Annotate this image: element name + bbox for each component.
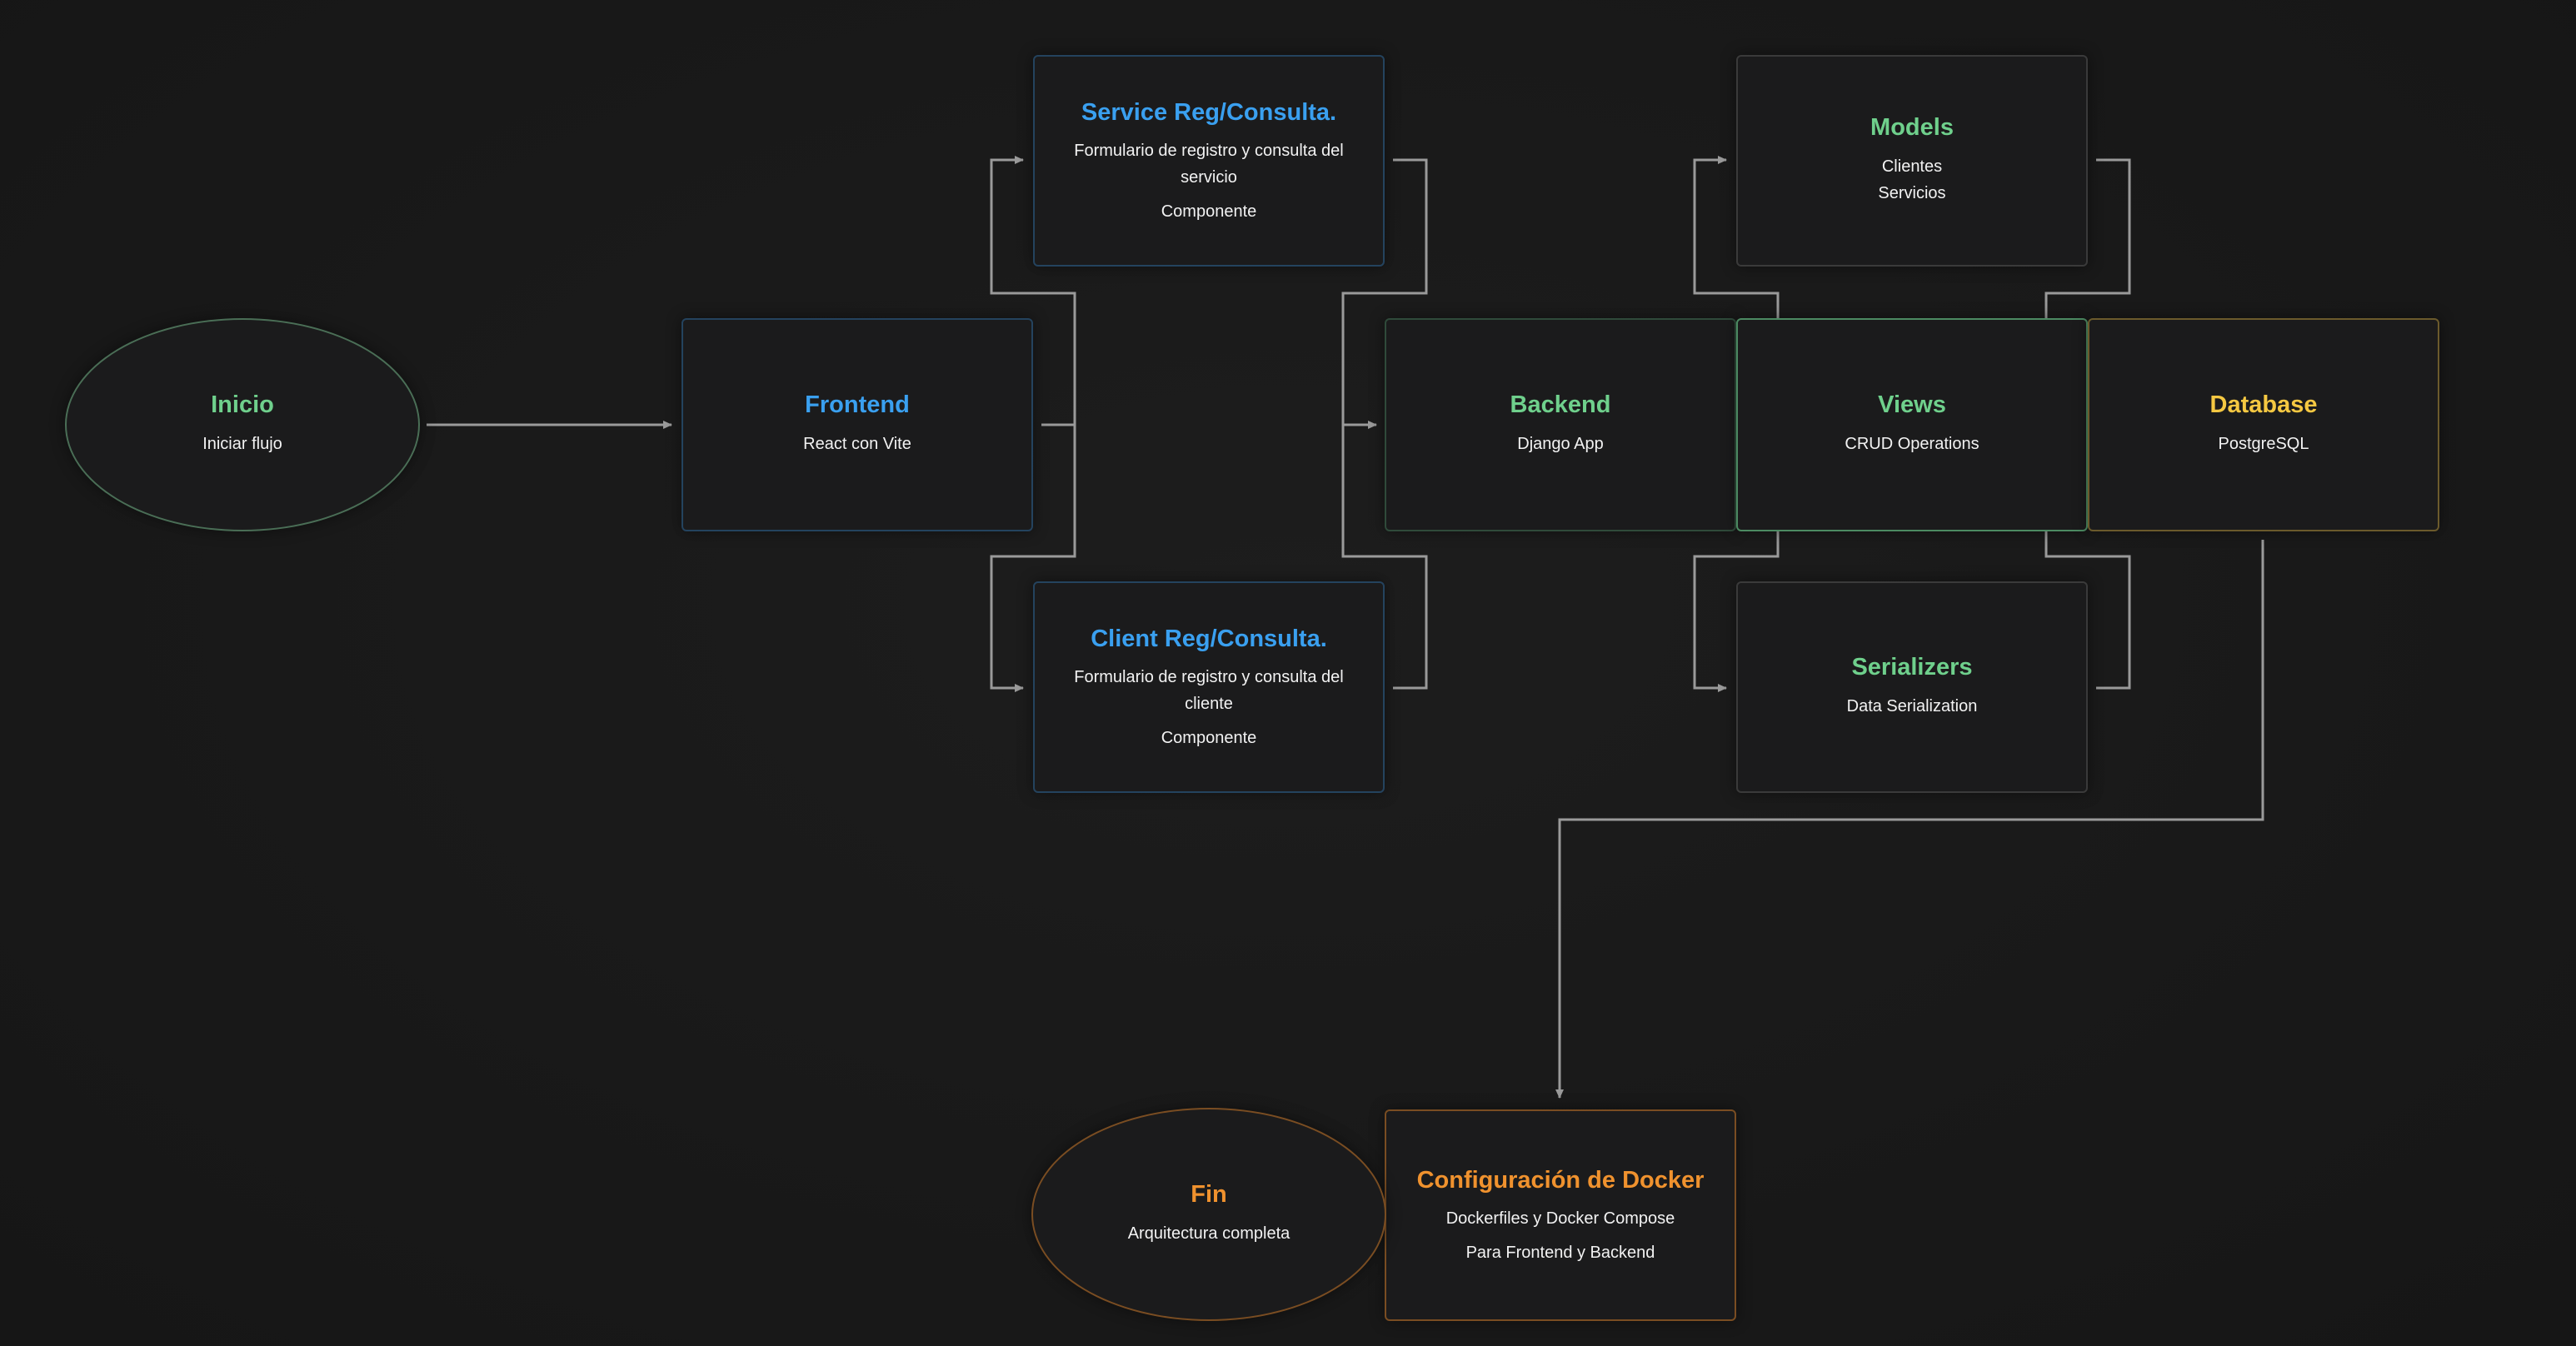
edge-views-serializers bbox=[1693, 531, 1780, 692]
node-database[interactable]: Database PostgreSQL bbox=[2088, 318, 2439, 531]
node-title: Models bbox=[1870, 114, 1954, 142]
node-sub: Componente bbox=[1161, 202, 1257, 222]
node-desc: Dockerfiles y Docker Compose bbox=[1445, 1209, 1675, 1229]
node-desc: PostgreSQL bbox=[2218, 434, 2309, 453]
node-desc: Django App bbox=[1517, 434, 1604, 453]
node-title: Serializers bbox=[1851, 654, 1973, 681]
node-title: Views bbox=[1878, 391, 1946, 419]
node-title: Inicio bbox=[211, 391, 274, 419]
node-views[interactable]: Views CRUD Operations bbox=[1736, 318, 2088, 531]
edge-frontend-client bbox=[990, 425, 1076, 692]
node-client-reg[interactable]: Client Reg/Consulta. Formulario de regis… bbox=[1033, 581, 1385, 793]
node-title: Database bbox=[2209, 391, 2318, 419]
edge-service-backend bbox=[1341, 158, 1428, 429]
node-sub: Para Frontend y Backend bbox=[1465, 1244, 1655, 1263]
node-desc: Data Serialization bbox=[1846, 696, 1978, 715]
node-service-reg[interactable]: Service Reg/Consulta. Formulario de regi… bbox=[1033, 55, 1385, 267]
node-title: Service Reg/Consulta. bbox=[1081, 98, 1337, 126]
edge-database-docker bbox=[1555, 540, 2264, 1099]
node-frontend[interactable]: Frontend React con Vite bbox=[681, 318, 1033, 531]
node-title: Backend bbox=[1510, 391, 1611, 419]
node-desc: Arquitectura completa bbox=[1127, 1224, 1290, 1243]
node-desc: Clientes Servicios bbox=[1878, 157, 1946, 202]
edge-frontend-service bbox=[990, 156, 1076, 426]
node-sub: Componente bbox=[1161, 729, 1257, 748]
node-inicio[interactable]: Inicio Iniciar flujo bbox=[65, 318, 420, 531]
edge-client-backend bbox=[1341, 425, 1428, 690]
node-title: Fin bbox=[1191, 1181, 1227, 1209]
node-serializers[interactable]: Serializers Data Serialization bbox=[1736, 581, 2088, 793]
node-desc: Formulario de registro y consulta del cl… bbox=[1074, 668, 1344, 714]
node-desc: Formulario de registro y consulta del se… bbox=[1074, 142, 1344, 187]
node-backend[interactable]: Backend Django App bbox=[1385, 318, 1736, 531]
node-title: Frontend bbox=[805, 391, 910, 419]
node-title: Configuración de Docker bbox=[1416, 1166, 1705, 1194]
node-docker-config[interactable]: Configuración de Docker Dockerfiles y Do… bbox=[1385, 1109, 1736, 1321]
edge-models-views bbox=[2044, 158, 2131, 318]
node-models[interactable]: Models Clientes Servicios bbox=[1736, 55, 2088, 267]
node-desc: Iniciar flujo bbox=[202, 434, 282, 453]
edge-views-models bbox=[1693, 156, 1780, 318]
edge-serializers-views bbox=[2044, 531, 2131, 690]
node-fin[interactable]: Fin Arquitectura completa bbox=[1031, 1108, 1386, 1321]
node-desc: CRUD Operations bbox=[1845, 434, 1979, 453]
node-title: Client Reg/Consulta. bbox=[1091, 625, 1327, 652]
node-desc: React con Vite bbox=[803, 434, 911, 453]
